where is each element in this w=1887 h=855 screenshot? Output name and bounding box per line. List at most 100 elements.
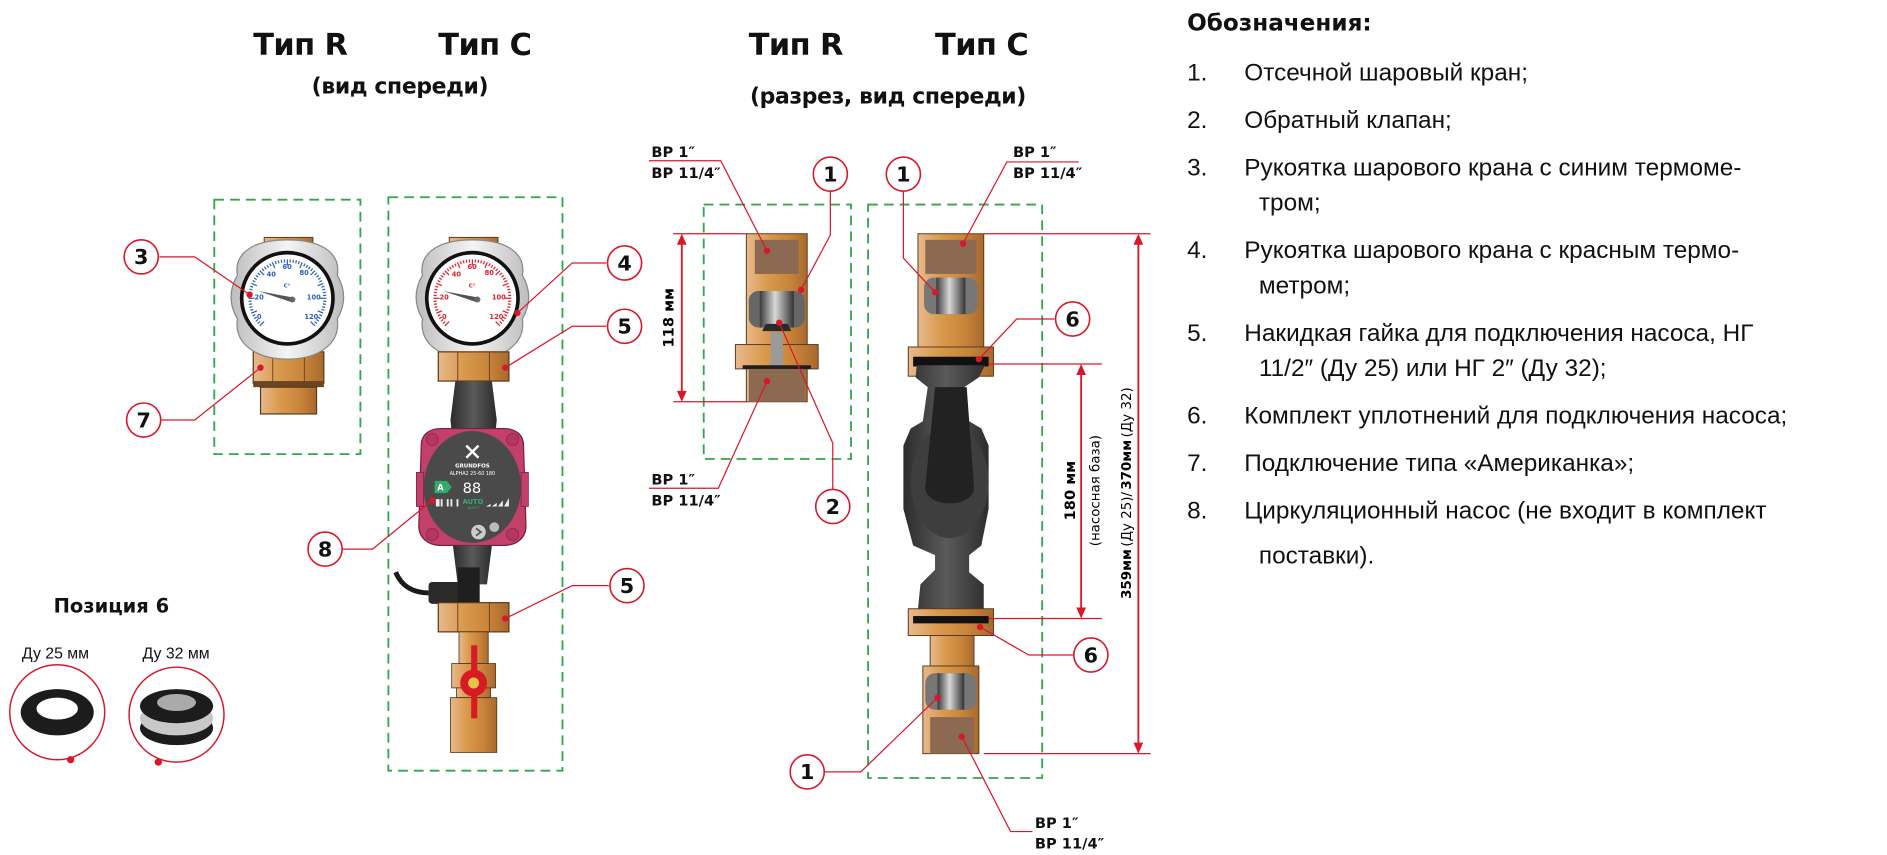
legend-list: 1.Отсечной шаровый кран; 2.Обратный клап…	[1187, 56, 1879, 587]
legend-text: Рукоятка шарового крана с синим термоме-…	[1244, 151, 1878, 222]
svg-text:80: 80	[485, 269, 495, 277]
legend-num: 3.	[1187, 151, 1244, 222]
callout-4: 4	[617, 251, 631, 275]
callout-6-bottom: 6	[1084, 643, 1098, 667]
assembly-drawing: 0 20 40 60 80 100 120 C° 0 20 40	[0, 0, 1169, 849]
thermometer-tick	[278, 260, 279, 263]
legend-text: Подключение типа «Американка»;	[1244, 447, 1878, 482]
thread-label-c-top: ВР 1″ ВР 11/4″	[1013, 142, 1082, 183]
thermometer-tick	[507, 307, 510, 308]
gasket-du25	[10, 665, 105, 764]
legend-num: 7.	[1187, 447, 1244, 482]
gasket-du32-label: Ду 32 мм	[142, 644, 209, 662]
callout-7: 7	[136, 408, 150, 432]
thermometer-tick	[249, 307, 252, 308]
svg-text:0: 0	[442, 313, 447, 321]
type-c-section-assembly	[903, 234, 993, 754]
thermometer-tick	[322, 307, 325, 308]
callout-3: 3	[134, 245, 148, 269]
thermometer-tick	[435, 307, 438, 308]
legend-num: 2.	[1187, 103, 1244, 138]
svg-text:20: 20	[440, 294, 450, 302]
thermometer-tick	[463, 260, 464, 263]
legend-text-line: Циркуляционный насос (не входит в компле…	[1244, 498, 1766, 525]
svg-text:120: 120	[489, 313, 503, 321]
legend-num: 6.	[1187, 399, 1244, 434]
thread-line1: ВР 1″	[651, 470, 720, 491]
legend-item: 6.Комплект уплотнений для подключения на…	[1187, 399, 1879, 434]
thread-label-r-top: ВР 1″ ВР 11/4″	[651, 142, 720, 183]
svg-text:40: 40	[452, 270, 462, 278]
position6-title: Позиция 6	[54, 594, 170, 617]
svg-text:60: 60	[282, 263, 292, 271]
callout-1-c-bottom: 1	[800, 760, 814, 784]
gasket-du25-label: Ду 25 мм	[22, 644, 89, 662]
type-r-front-assembly: 0 20 40 60 80 100 120 C°	[231, 237, 344, 414]
thermometer-tick	[249, 289, 252, 290]
callout-5-lower: 5	[620, 574, 634, 598]
svg-text:C°: C°	[284, 283, 291, 289]
legend-num: 5.	[1187, 317, 1244, 388]
svg-text:60: 60	[468, 263, 478, 271]
thermometer-tick	[507, 289, 510, 290]
legend-item: 7.Подключение типа «Американка»;	[1187, 447, 1879, 482]
legend-text-cont: поставки).	[1244, 539, 1878, 574]
svg-text:100: 100	[492, 294, 506, 302]
dim-180: 180 мм	[1062, 461, 1079, 520]
callout-6-top: 6	[1065, 307, 1079, 331]
legend-text-cont: метром;	[1244, 269, 1878, 304]
legend-item: 8.Циркуляционный насос (не входит в комп…	[1187, 494, 1879, 574]
legend-text-cont: 11/2″ (Ду 25) или НГ 2″ (Ду 32);	[1244, 352, 1878, 387]
pump-energy-class: A	[437, 484, 444, 494]
gasket-du32	[129, 667, 224, 766]
dim-180-note: (насосная база)	[1087, 435, 1103, 546]
thread-line2: ВР 11/4″	[651, 491, 720, 512]
legend-num: 4.	[1187, 234, 1244, 305]
legend-text-line: Рукоятка шарового крана с синим термоме-	[1244, 155, 1741, 182]
legend-text: Накидкая гайка для подключения насоса, Н…	[1244, 317, 1878, 388]
thermometer-tick	[322, 289, 325, 290]
dim-total: 359мм(Ду 25)/370мм(Ду 32)	[1120, 387, 1135, 599]
legend-text: Отсечной шаровый кран;	[1244, 56, 1878, 91]
svg-text:C°: C°	[469, 283, 476, 289]
legend-item: 3.Рукоятка шарового крана с синим термом…	[1187, 151, 1879, 222]
svg-text:80: 80	[300, 269, 310, 277]
legend-text-line: Накидкая гайка для подключения насоса, Н…	[1244, 320, 1753, 347]
type-r-section-assembly	[735, 234, 818, 402]
pump-display: 88	[463, 480, 482, 497]
legend-text: Рукоятка шарового крана с красным термо-…	[1244, 234, 1878, 305]
thread-label-c-bottom: ВР 1″ ВР 11/4″	[1035, 813, 1104, 854]
svg-text:120: 120	[304, 313, 318, 321]
legend-num: 1.	[1187, 56, 1244, 91]
thermometer-tick	[435, 289, 438, 290]
legend-item: 4.Рукоятка шарового крана с красным терм…	[1187, 234, 1879, 305]
svg-text:20: 20	[254, 294, 264, 302]
thread-label-r-bottom: ВР 1″ ВР 11/4″	[651, 470, 720, 511]
callout-1-r: 1	[823, 162, 837, 186]
legend-num: 8.	[1187, 494, 1244, 574]
blue-scale-0: 0	[257, 313, 262, 321]
legend-text: Комплект уплотнений для подключения насо…	[1244, 399, 1878, 434]
dim-118: 118 мм	[660, 288, 677, 347]
thread-line2: ВР 11/4″	[1013, 163, 1082, 184]
thermometer-tick	[481, 260, 482, 263]
svg-text:40: 40	[267, 270, 277, 278]
callout-8: 8	[318, 537, 332, 561]
svg-text:100: 100	[307, 294, 321, 302]
legend-item: 2.Обратный клапан;	[1187, 103, 1879, 138]
pump-mode: AUTO	[463, 498, 484, 506]
thread-line1: ВР 1″	[1035, 813, 1104, 834]
thread-line2: ВР 11/4″	[1035, 834, 1104, 855]
pump-mode-sub: ADAPT	[468, 506, 481, 510]
legend-item: 1.Отсечной шаровый кран;	[1187, 56, 1879, 91]
type-c-front-assembly: 0 20 40 60 80 100 120 C°	[396, 237, 529, 752]
thread-line1: ВР 1″	[651, 142, 720, 163]
pump-brand: GRUNDFOS	[455, 464, 490, 470]
legend-text-line: Рукоятка шарового крана с красным термо-	[1244, 237, 1739, 264]
legend-text: Обратный клапан;	[1244, 103, 1878, 138]
callout-2: 2	[826, 495, 840, 519]
callout-1-c-top: 1	[896, 162, 910, 186]
thread-line2: ВР 11/4″	[651, 163, 720, 184]
callout-5-upper: 5	[617, 315, 631, 339]
